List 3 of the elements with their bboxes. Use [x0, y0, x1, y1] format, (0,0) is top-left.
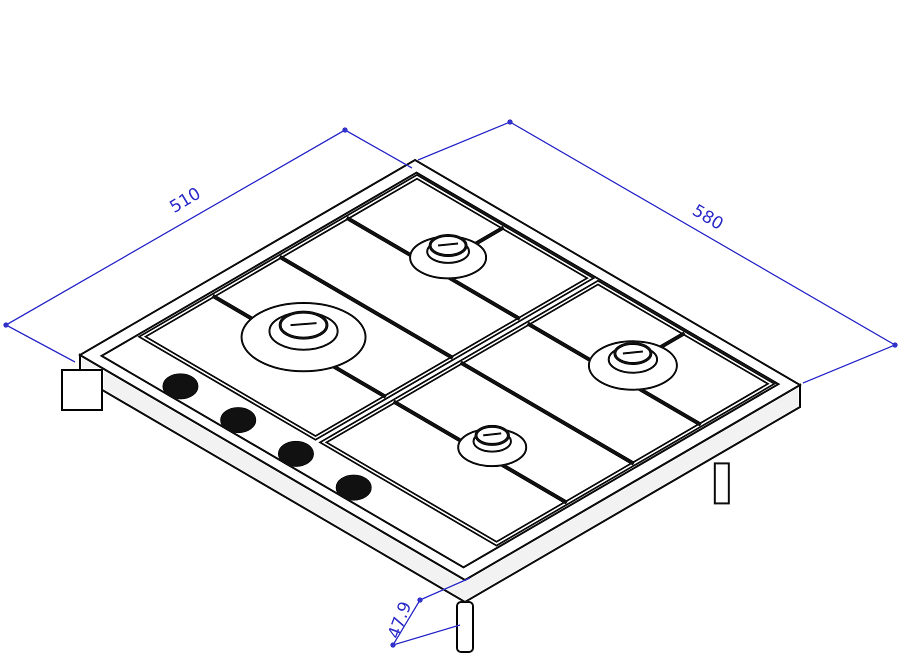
dimension-label: 580	[688, 200, 727, 235]
dimension-label: 47.9	[384, 599, 416, 642]
dimension-label: 510	[166, 184, 204, 218]
